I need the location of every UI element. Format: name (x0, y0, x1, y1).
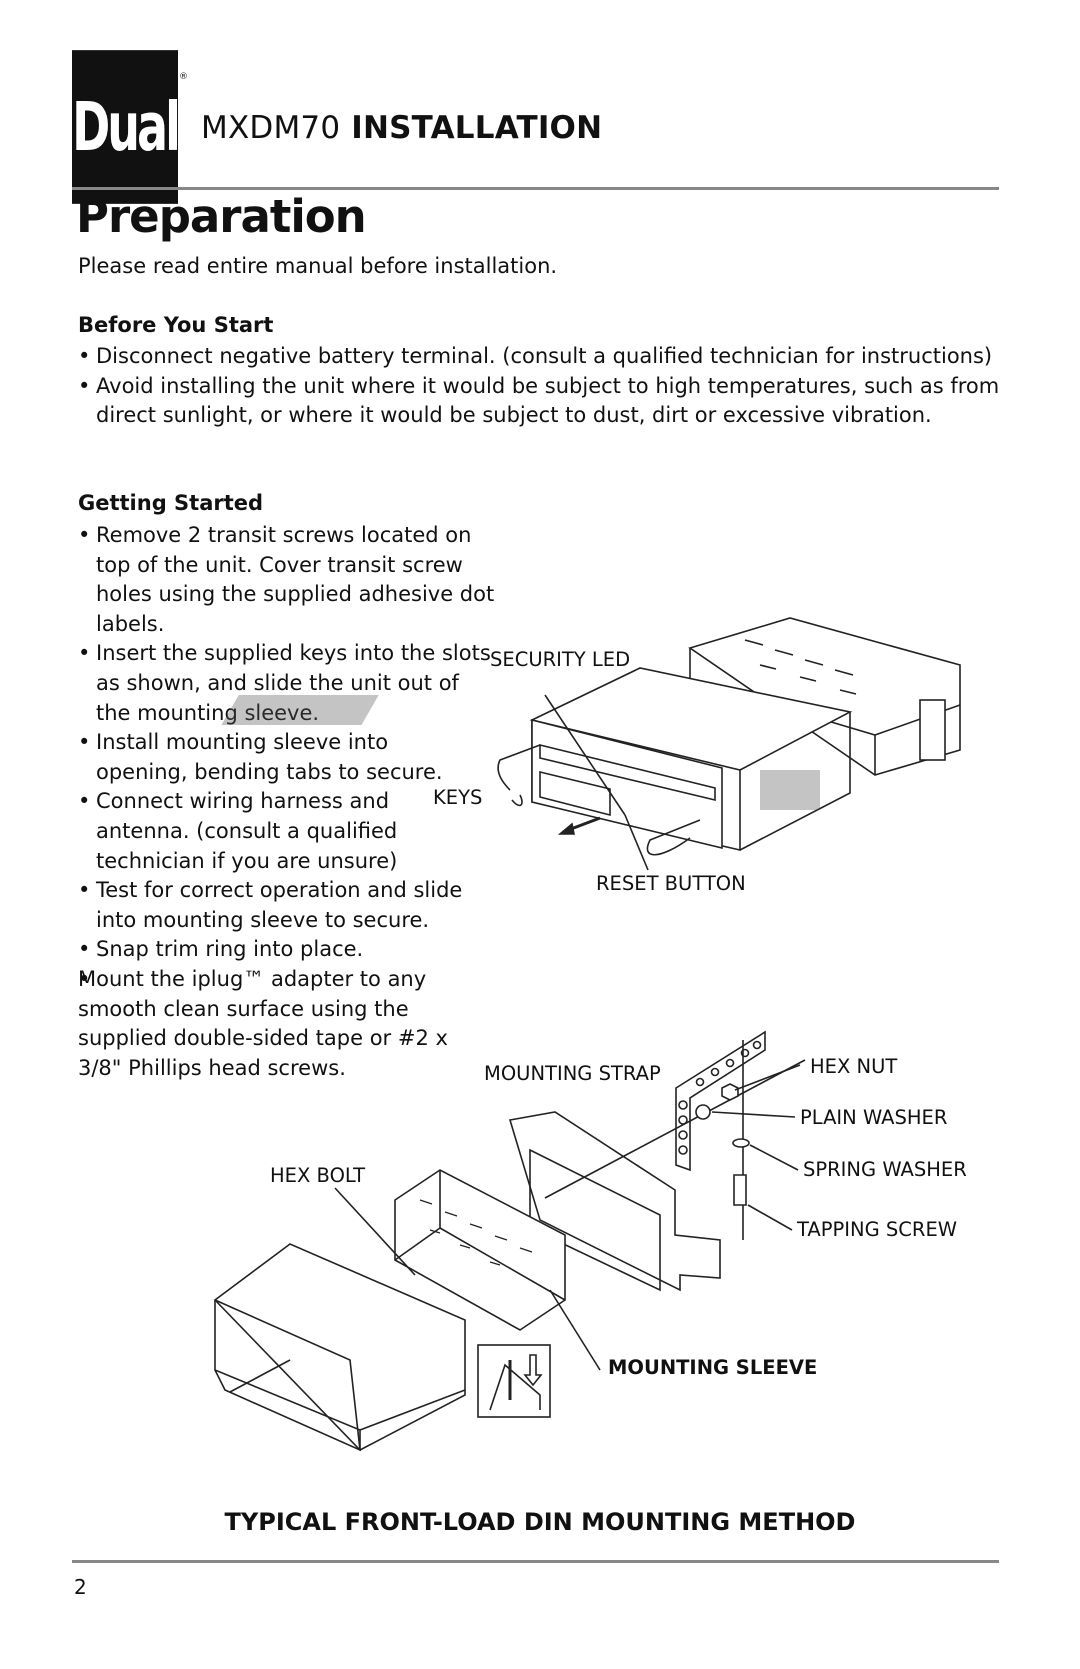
tapping-screw-label: TAPPING SCREW (797, 1218, 958, 1241)
keys-label: KEYS (433, 786, 483, 809)
mounting-strap-label: MOUNTING STRAP (484, 1062, 661, 1085)
header-title: MXDM70 INSTALLATION (201, 110, 602, 146)
dual-logo: Dual (72, 50, 181, 204)
model-name: MXDM70 (201, 110, 341, 146)
list-item: Disconnect negative battery terminal. (c… (78, 342, 1008, 372)
figure-caption: TYPICAL FRONT-LOAD DIN MOUNTING METHOD (224, 1508, 856, 1536)
header-installation: INSTALLATION (351, 110, 603, 146)
footer-rule (72, 1560, 999, 1563)
spring-washer-label: SPRING WASHER (803, 1158, 967, 1181)
mounting-sleeve-label: MOUNTING SLEEVE (608, 1356, 818, 1379)
page-number: 2 (74, 1575, 87, 1599)
before-heading: Before You Start (78, 313, 274, 337)
hex-nut-label: HEX NUT (810, 1055, 898, 1078)
list-item: Remove 2 transit screws located on top o… (78, 521, 498, 639)
page-heading: Preparation (76, 190, 367, 243)
list-item: Install mounting sleeve into opening, be… (78, 728, 446, 787)
registered-mark: ® (179, 72, 188, 82)
header-rule (72, 187, 999, 190)
list-item: Connect wiring harness and antenna. (con… (78, 787, 411, 876)
intro-text: Please read entire manual before install… (78, 254, 558, 278)
list-item: Test for correct operation and slide int… (78, 876, 496, 935)
getting-list: Remove 2 transit screws located on top o… (78, 521, 498, 1083)
list-item: Insert the supplied keys into the slots … (78, 639, 496, 728)
getting-heading: Getting Started (78, 491, 264, 515)
hex-bolt-label: HEX BOLT (270, 1164, 366, 1187)
before-list: Disconnect negative battery terminal. (c… (78, 342, 1008, 431)
list-item: Mount the iplug™ adapter to any smooth c… (78, 965, 498, 1083)
list-item: Snap trim ring into place. (78, 935, 498, 965)
list-item: Avoid installing the unit where it would… (78, 372, 1008, 431)
plain-washer-label: PLAIN WASHER (800, 1106, 948, 1129)
